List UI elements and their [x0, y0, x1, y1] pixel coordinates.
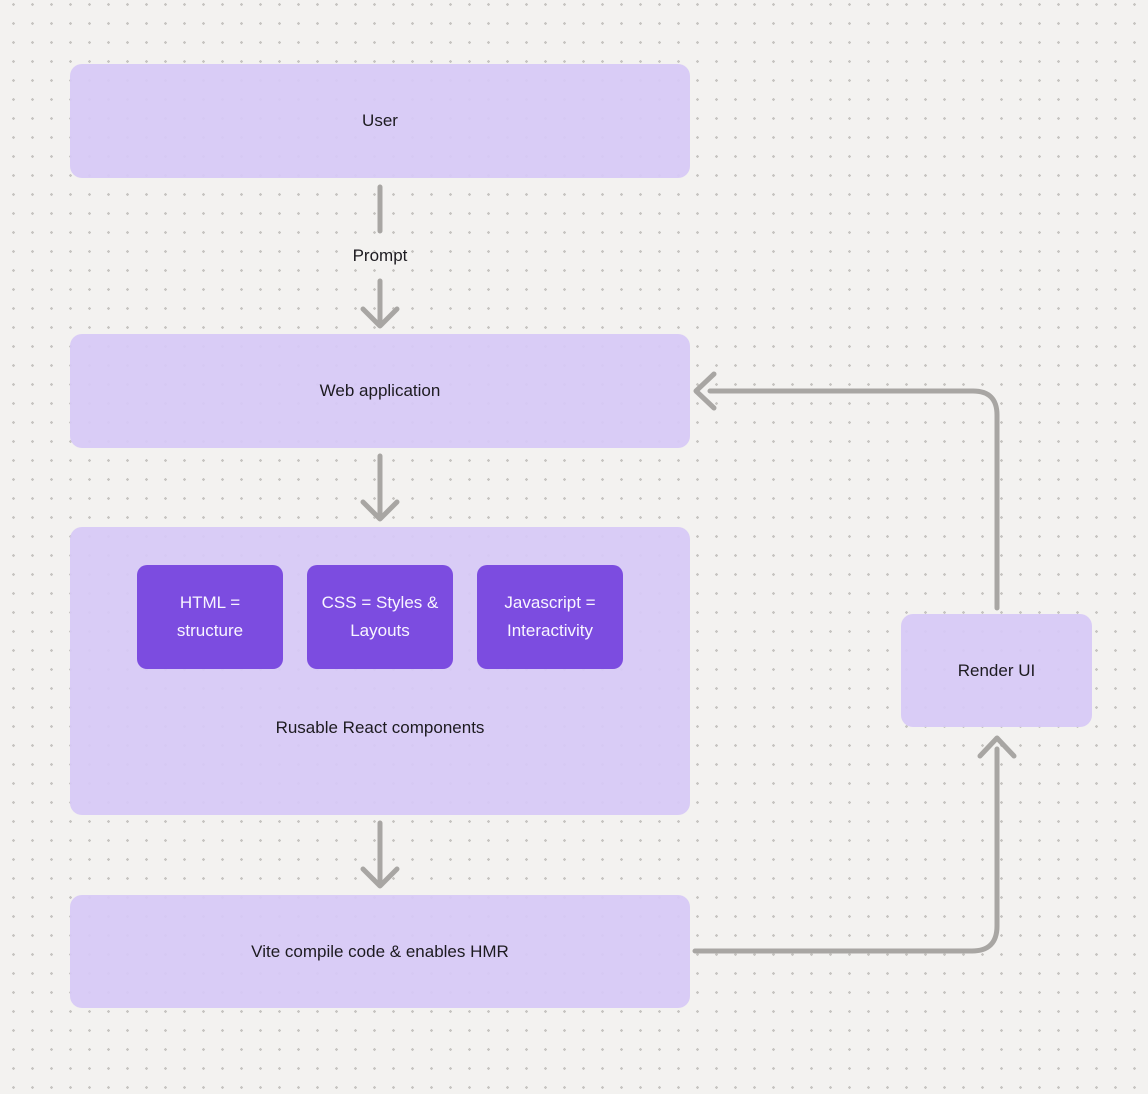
edge-label-prompt-text: Prompt	[352, 246, 408, 265]
node-web-application[interactable]: Web application	[70, 334, 690, 448]
edge-label-prompt[interactable]: Prompt	[305, 246, 455, 266]
node-html-structure-label: HTML = structure	[176, 593, 244, 640]
edge-webapp-to-components[interactable]	[360, 453, 400, 522]
edge-renderui-to-webapp[interactable]	[693, 371, 1000, 611]
node-html-structure[interactable]: HTML = structure	[137, 565, 283, 669]
edge-vite-to-renderui[interactable]	[692, 735, 1017, 954]
arrowhead-up-renderui	[977, 735, 1017, 759]
edge-vite-to-renderui-line[interactable]	[692, 746, 1000, 954]
edge-components-to-vite[interactable]	[360, 820, 400, 889]
arrowhead-down-vite	[360, 866, 400, 889]
node-web-application-label: Web application	[319, 381, 441, 400]
node-user[interactable]: User	[70, 64, 690, 178]
node-user-label: User	[362, 111, 398, 130]
node-css-styles[interactable]: CSS = Styles & Layouts	[307, 565, 453, 669]
edge-renderui-to-webapp-line[interactable]	[707, 388, 1000, 611]
edge-user-to-webapp[interactable]	[360, 184, 400, 329]
node-render-ui-label: Render UI	[957, 660, 1036, 680]
components-container-caption: Rusable React components	[275, 718, 485, 737]
node-css-styles-label: CSS = Styles & Layouts	[321, 593, 439, 640]
node-render-ui[interactable]: Render UI	[901, 614, 1092, 727]
arrowhead-down-webapp	[360, 306, 400, 329]
arrowhead-down-components	[360, 499, 400, 522]
node-vite-label: Vite compile code & enables HMR	[251, 941, 509, 961]
arrowhead-left-webapp	[693, 371, 717, 411]
node-vite[interactable]: Vite compile code & enables HMR	[70, 895, 690, 1008]
node-javascript-interactivity[interactable]: Javascript = Interactivity	[477, 565, 623, 669]
node-javascript-interactivity-label: Javascript = Interactivity	[504, 593, 596, 640]
